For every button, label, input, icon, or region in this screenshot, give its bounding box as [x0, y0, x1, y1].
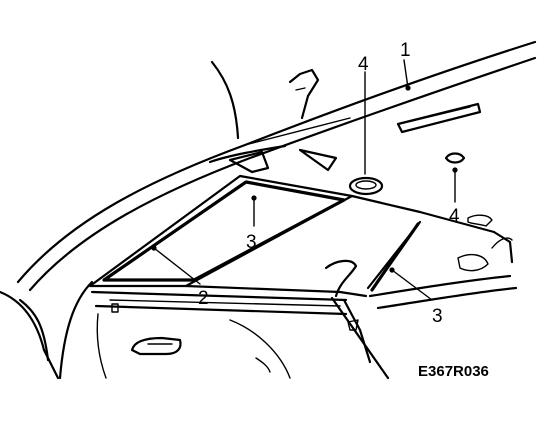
callout-3-right: 3 — [432, 306, 443, 327]
lower-interior — [96, 313, 291, 379]
roof-grip-handle — [210, 60, 320, 140]
rear-headliner-panel — [184, 194, 514, 298]
trim-clip-right — [444, 152, 466, 164]
sunroof-frame — [88, 144, 354, 288]
rear-grab-handle — [324, 253, 518, 310]
dash-strip — [90, 290, 390, 380]
callout-1: 1 — [400, 40, 411, 61]
leader-lines — [153, 59, 456, 301]
trim-clip-left — [348, 176, 384, 196]
clip-detail-right — [467, 214, 513, 249]
callout-3-left: 3 — [246, 232, 257, 253]
door-frame — [0, 280, 94, 380]
callout-2: 2 — [198, 288, 209, 309]
figure-code: E367R036 — [418, 363, 489, 380]
leader-dots — [151, 85, 458, 273]
dome-light — [396, 102, 482, 134]
callout-4-left: 4 — [358, 54, 369, 75]
callout-4-right: 4 — [449, 206, 460, 227]
headliner-outline — [16, 40, 537, 292]
